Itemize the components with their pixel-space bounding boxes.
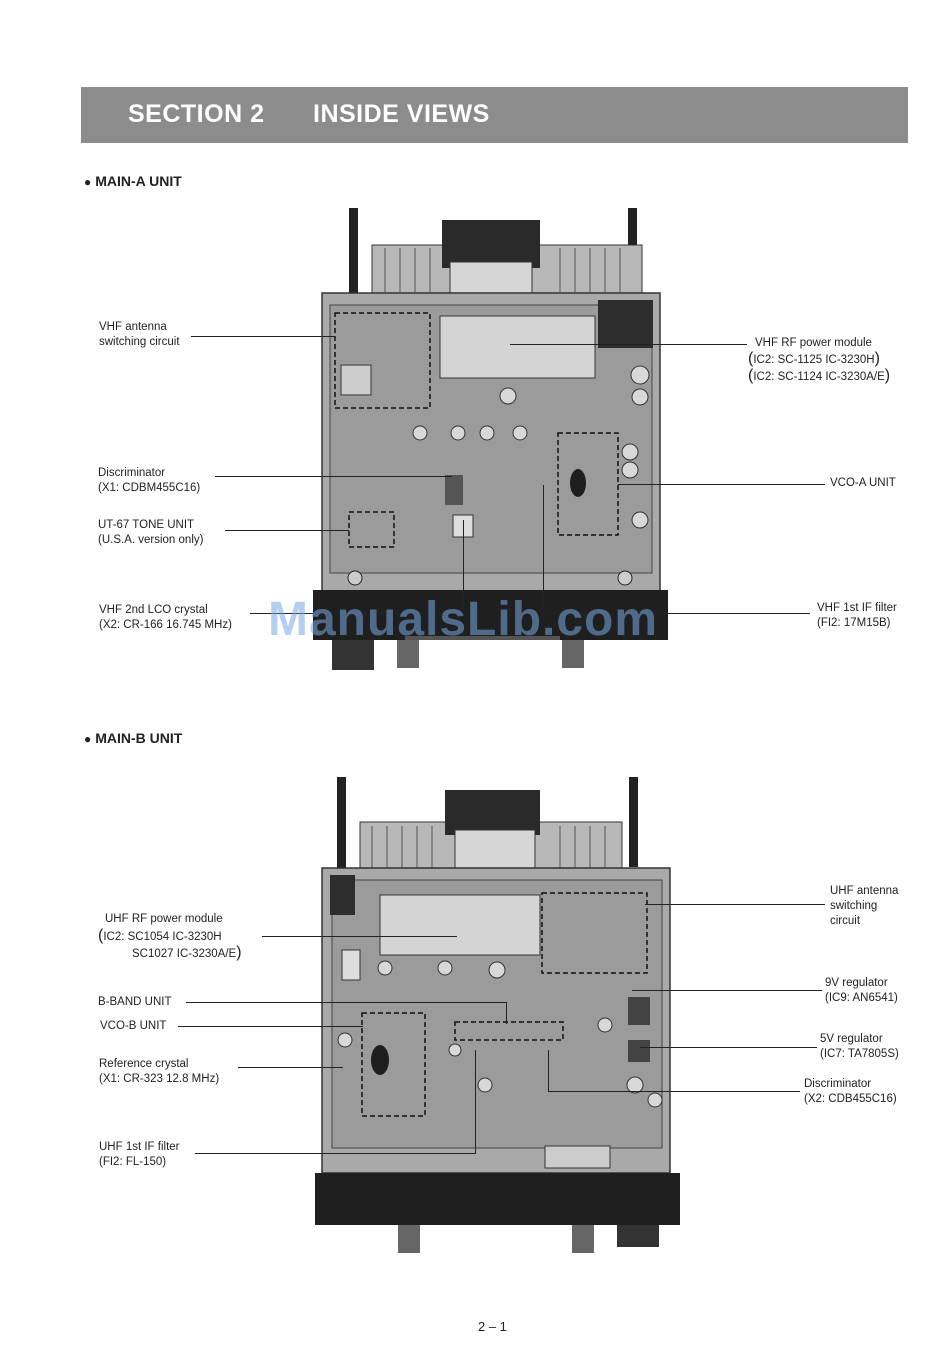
leader-line [543,485,544,614]
leader-line [548,1091,800,1092]
callout-discriminator-b: Discriminator (X2: CDB455C16) [804,1078,897,1105]
main-b-unit-photo [315,777,680,1253]
leader-line [475,1050,476,1154]
leader-line [618,484,825,485]
callout-b-band: B-BAND UNIT [98,996,172,1008]
leader-line [238,1067,343,1068]
callout-uhf-antenna: UHF antenna switching circuit [830,885,899,927]
callout-9v-regulator: 9V regulator (IC9: AN6541) [825,977,898,1004]
watermark-text: ManualsLib.com [268,593,659,646]
leader-line [215,476,452,477]
callout-reference-crystal: Reference crystal (X1: CR-323 12.8 MHz) [99,1058,220,1085]
callout-vhf-rf-module: VHF RF power module [755,337,872,349]
callout-5v-regulator: 5V regulator (IC7: TA7805S) [820,1033,899,1060]
callout-ut67: UT-67 TONE UNIT (U.S.A. version only) [98,519,204,546]
leader-line [195,1153,475,1154]
leader-line [250,613,463,614]
leader-line [510,344,747,345]
bullet-icon: ● [84,732,92,746]
leader-line [506,1002,507,1024]
main-a-unit-photo [313,208,668,670]
leader-line [632,990,822,991]
callout-vhf-if: VHF 1st IF filter (FI2: 17M15B) [817,602,897,629]
main-b-heading: ●MAIN-B UNIT [84,730,183,746]
callout-uhf-rf-module-ic: (IC2: SC1054 IC-3230H SC1027 IC-3230A/E) [98,927,242,961]
page-number: 2 – 1 [478,1319,507,1334]
leader-line [178,1026,363,1027]
bullet-icon: ● [84,175,92,189]
leader-line [463,520,464,614]
leader-line [548,1050,549,1092]
leader-line [191,336,335,337]
main-a-heading: ●MAIN-A UNIT [84,173,182,189]
callout-vco-b: VCO-B UNIT [100,1020,167,1032]
callout-discriminator-a: Discriminator (X1: CDBM455C16) [98,467,201,494]
callout-uhf-rf-module: UHF RF power module [105,913,223,925]
leader-line [543,613,810,614]
callout-vhf-rf-module-ic: (IC2: SC-1125 IC-3230H) (IC2: SC-1124 IC… [748,350,891,384]
callout-uhf-if: UHF 1st IF filter (FI2: FL-150) [99,1141,180,1168]
section-number: SECTION 2 [128,100,265,128]
leader-line [225,530,349,531]
section-header-bar: SECTION 2 INSIDE VIEWS [81,87,908,143]
leader-line [645,904,825,905]
callout-vhf-lco: VHF 2nd LCO crystal (X2: CR-166 16.745 M… [99,604,232,631]
leader-line [640,1047,817,1048]
callout-vhf-antenna: VHF antenna switching circuit [99,321,180,348]
section-title: INSIDE VIEWS [313,100,490,128]
callout-vco-a: VCO-A UNIT [830,477,896,489]
leader-line [186,1002,506,1003]
leader-line [262,936,457,937]
